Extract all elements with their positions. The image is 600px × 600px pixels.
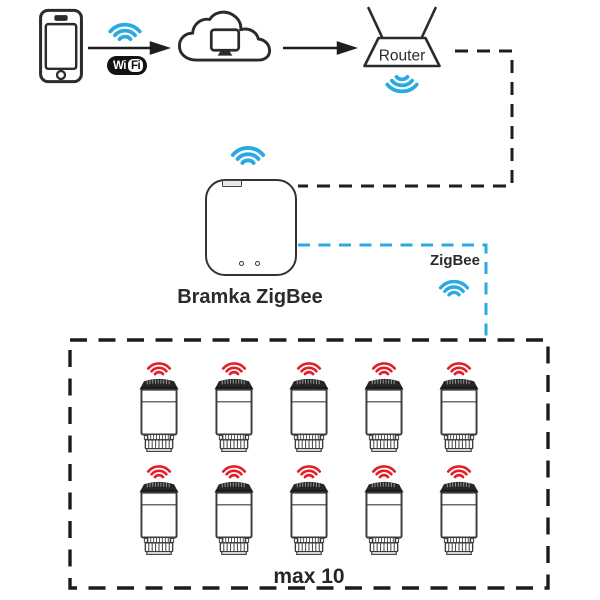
phone-wifi-icon [108,22,142,42]
cloud-computer-icon [177,10,272,62]
gateway-label: Bramka ZigBee [177,286,323,308]
valve-unit [352,355,416,454]
wifi-badge-wi: Wi [113,59,126,72]
valve-unit [202,355,266,454]
radiator-valve-icon [438,480,480,556]
gateway-led-window [222,180,242,187]
radiator-valve-icon [438,377,480,453]
router-label: Router [379,48,426,65]
valve-unit [352,458,416,557]
valve-group-boundary [68,338,550,590]
phone-to-cloud-arrowhead [149,41,172,55]
smartphone-icon [39,8,83,84]
radiator-valve-icon [213,480,255,556]
wifi-badge-fi: Fi [127,59,144,72]
radiator-valve-icon [363,480,405,556]
wifi-logo-badge: Wi Fi [107,56,148,75]
zigbee-link-label: ZigBee [429,252,480,269]
max-count-label: max 10 [273,565,345,588]
valve-unit [277,355,341,454]
monitor-icon [209,28,241,52]
router-antenna-right [420,6,437,39]
gateway-to-valves-zigbee-dashed-line [298,243,488,338]
router-icon: Router [363,6,441,68]
radiator-valve-icon [288,377,330,453]
radiator-valve-icon [363,377,405,453]
valve-unit [127,458,191,557]
valve-row [127,458,491,557]
router-wifi-icon [385,74,419,94]
zigbee-gateway-icon [205,179,297,276]
valve-group: max 10 [70,340,548,588]
radiator-valve-icon [138,480,180,556]
radiator-valve-icon [138,377,180,453]
zigbee-wifi-icon [438,279,470,297]
router-to-gateway-dashed-line [298,49,514,188]
cloud-to-router-arrowhead [336,41,359,55]
valve-unit [127,355,191,454]
valve-unit [427,355,491,454]
router-antenna-left [367,6,384,39]
valve-unit [202,458,266,557]
valve-unit [277,458,341,557]
gateway-button-dot [239,261,244,266]
radiator-valve-icon [288,480,330,556]
gateway-wifi-icon [230,146,266,165]
radiator-valve-icon [213,377,255,453]
valve-unit [427,458,491,557]
valve-row [127,355,491,454]
gateway-button-dot [255,261,260,266]
